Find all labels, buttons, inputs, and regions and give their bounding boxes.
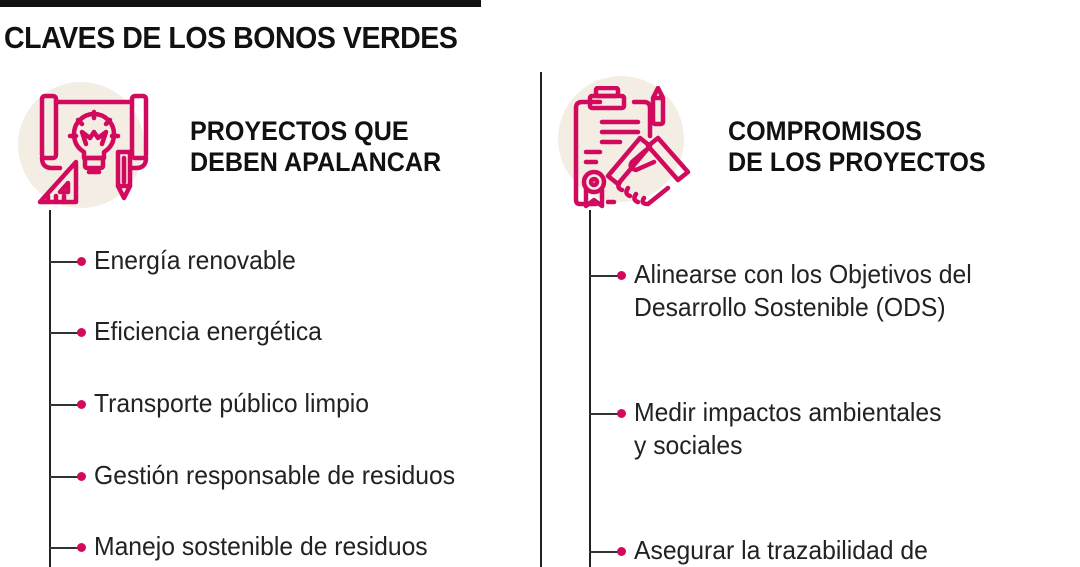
item-text-line1: Medir impactos ambientales [634,397,942,427]
item-text: Eficiencia energética [94,316,322,346]
item-text: Energía renovable [94,245,296,275]
left-tree-line [49,210,51,567]
connector-line [49,332,79,334]
left-heading-line1: PROYECTOS QUE [190,116,409,146]
top-rule [0,0,481,7]
bullet-dot-icon [77,328,86,337]
right-tree-line [589,210,591,567]
item-text: Medir impactos ambientales y sociales [634,396,942,462]
bullet-dot-icon [617,271,626,280]
right-heading-line1: COMPROMISOS [728,116,922,146]
page-title: CLAVES DE LOS BONOS VERDES [4,20,458,55]
item-text-line2: Desarrollo Sostenible (ODS) [634,292,946,322]
item-text-line2: y sociales [634,430,743,460]
bullet-dot-icon [617,409,626,418]
contract-handshake-icon [573,86,691,209]
item-text: Gestión responsable de residuos [94,460,456,490]
left-heading: PROYECTOS QUE DEBEN APALANCAR [190,116,441,178]
bullet-dot-icon [77,543,86,552]
bullet-dot-icon [77,257,86,266]
bullet-dot-icon [77,472,86,481]
bullet-dot-icon [617,547,626,556]
right-heading: COMPROMISOS DE LOS PROYECTOS [728,116,986,178]
connector-line [589,551,619,553]
connector-line [49,404,79,406]
item-text-line1: Alinearse con los Objetivos del [634,259,972,289]
connector-line [49,547,79,549]
connector-line [49,476,79,478]
right-heading-line2: DE LOS PROYECTOS [728,147,986,177]
item-text: Alinearse con los Objetivos del Desarrol… [634,258,972,324]
connector-line [589,275,619,277]
connector-line [589,413,619,415]
bullet-dot-icon [77,400,86,409]
item-text: Manejo sostenible de residuos [94,531,428,561]
left-heading-line2: DEBEN APALANCAR [190,147,442,177]
item-text: Transporte público limpio [94,388,370,418]
column-divider [540,72,542,567]
item-text: Asegurar la trazabilidad de [634,534,928,567]
blueprint-lightbulb-icon [37,93,149,205]
connector-line [49,261,79,263]
item-text-line1: Asegurar la trazabilidad de [634,535,928,565]
